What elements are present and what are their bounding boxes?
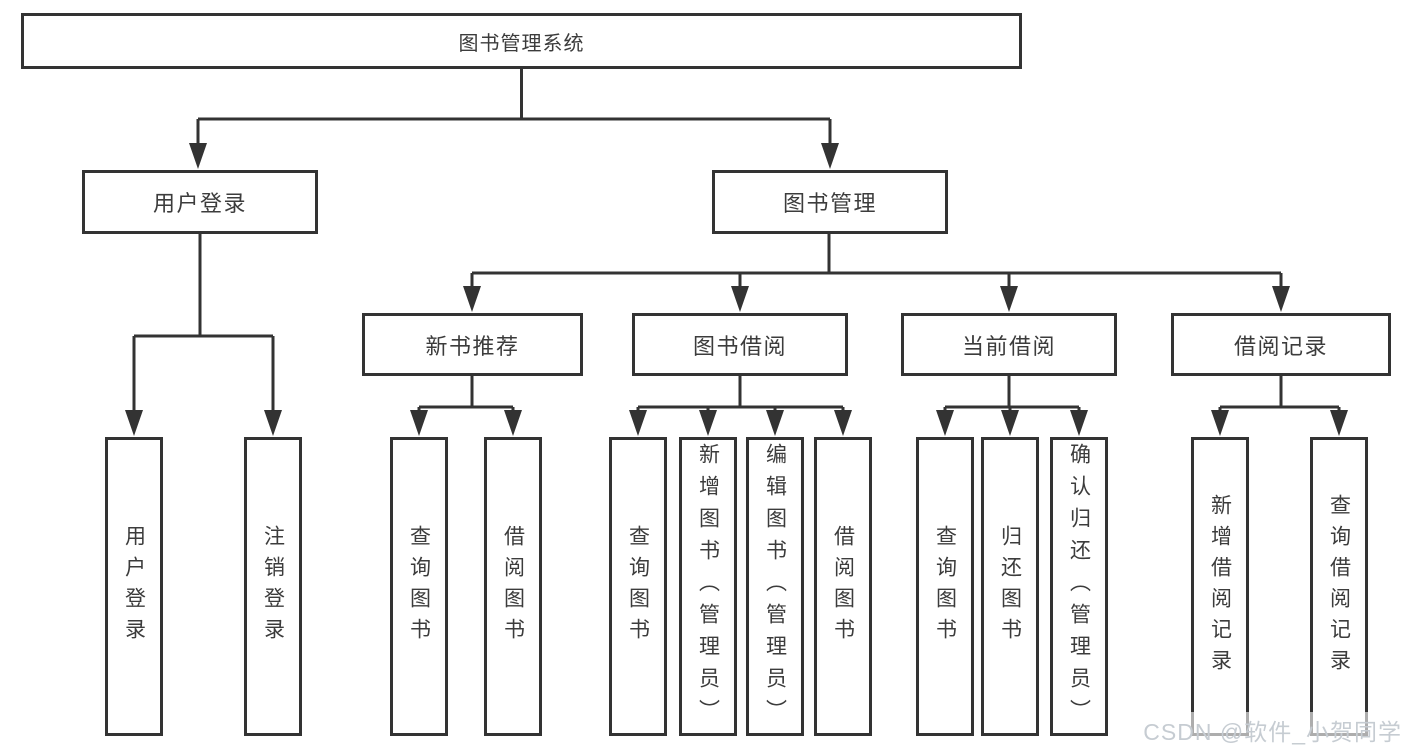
node-borrow-records: 借阅记录 [1171, 313, 1391, 376]
leaf-confirm-return-admin: 确认归还（管理员） [1050, 437, 1108, 736]
node-book-borrow: 图书借阅 [632, 313, 848, 376]
leaf-query-book-2: 查询图书 [609, 437, 667, 736]
leaf-query-book-1: 查询图书 [390, 437, 448, 736]
leaf-logout-login: 注销登录 [244, 437, 302, 736]
leaf-return-book: 归还图书 [981, 437, 1039, 736]
node-current-borrow: 当前借阅 [901, 313, 1117, 376]
csdn-watermark: CSDN @软件_小贺同学 [1137, 712, 1405, 747]
leaf-add-borrow-record: 新增借阅记录 [1191, 437, 1249, 736]
node-root: 图书管理系统 [21, 13, 1022, 69]
arrowheads [125, 143, 1348, 436]
leaf-borrow-book-1: 借阅图书 [484, 437, 542, 736]
leaf-add-book-admin: 新增图书（管理员） [679, 437, 737, 736]
leaf-user-login: 用户登录 [105, 437, 163, 736]
node-new-book-recommend: 新书推荐 [362, 313, 583, 376]
node-book-management: 图书管理 [712, 170, 948, 234]
leaf-borrow-book-2: 借阅图书 [814, 437, 872, 736]
node-user-login: 用户登录 [82, 170, 318, 234]
leaf-edit-book-admin: 编辑图书（管理员） [746, 437, 804, 736]
leaf-query-borrow-record: 查询借阅记录 [1310, 437, 1368, 736]
leaf-query-book-3: 查询图书 [916, 437, 974, 736]
